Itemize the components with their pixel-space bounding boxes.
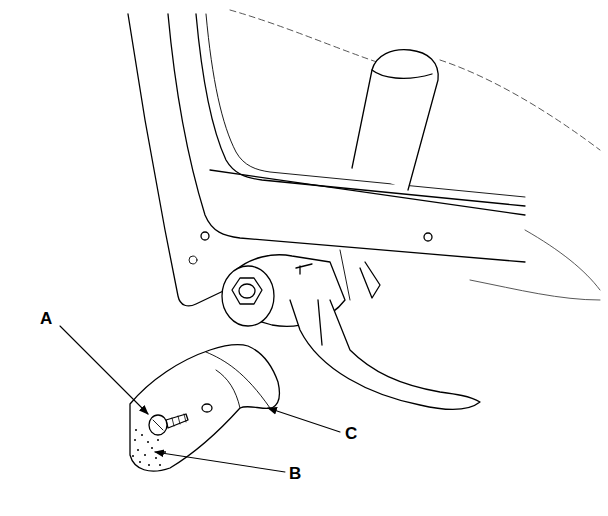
buckle-stalk — [340, 50, 438, 300]
callout-letter: A — [40, 310, 52, 327]
lower-trim — [290, 300, 480, 409]
callout-letter: C — [345, 425, 357, 442]
screw — [149, 414, 188, 435]
callout-letter: B — [289, 465, 301, 482]
leader-lines — [60, 326, 340, 472]
cover — [130, 345, 280, 472]
